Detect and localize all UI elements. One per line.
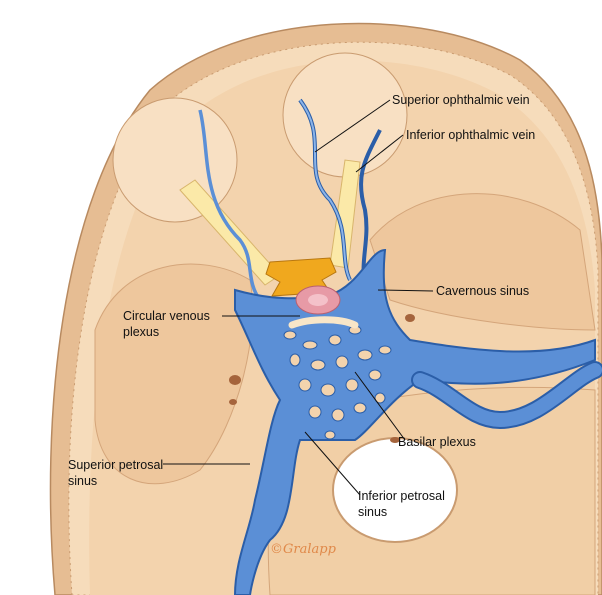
label-basilar-plexus: Basilar plexus — [398, 435, 476, 449]
label-inferior-petrosal-sinus-line2: sinus — [358, 505, 388, 519]
label-superior-ophthalmic-vein: Superior ophthalmic vein — [392, 93, 530, 107]
label-cavernous-sinus: Cavernous sinus — [436, 284, 530, 298]
label-circular-venous-plexus-line2: plexus — [123, 325, 160, 339]
label-inferior-ophthalmic-vein: Inferior ophthalmic vein — [406, 128, 536, 142]
left-middle-fossa — [94, 263, 253, 485]
artist-signature: ©Gralapp — [270, 542, 336, 557]
left-orbit-roof — [112, 97, 238, 223]
label-superior-petrosal-sinus-line1: Superior petrosal — [68, 458, 164, 472]
label-circular-venous-plexus-line1: Circular venous — [123, 309, 210, 323]
basilar-plexus — [283, 325, 392, 440]
label-superior-petrosal-sinus-line2: sinus — [68, 474, 98, 488]
right-orbit-roof — [282, 52, 408, 178]
cavernous-sinus — [233, 248, 596, 595]
right-middle-fossa — [369, 193, 596, 331]
leader-lines — [163, 99, 434, 496]
dorsum-sellae — [288, 316, 359, 329]
left-ophthalmic-vein — [198, 109, 262, 302]
inferior-ophthalmic-vein — [358, 129, 382, 286]
label-inferior-petrosal-sinus-line1: Inferior petrosal — [358, 489, 445, 503]
